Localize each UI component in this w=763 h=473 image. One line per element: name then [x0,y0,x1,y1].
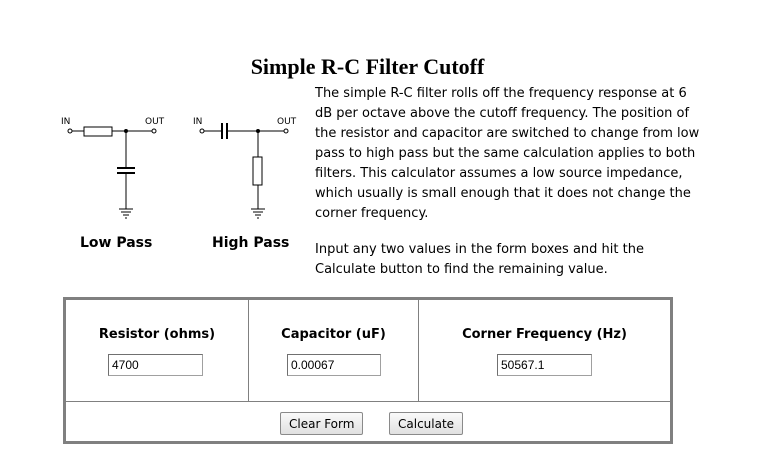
high-pass-out-label: OUT [277,117,297,127]
high-pass-resistor [252,156,263,186]
frequency-label: Corner Frequency (Hz) [462,327,627,342]
resistor-label: Resistor (ohms) [98,327,216,342]
resistor-cell: Resistor (ohms) [66,300,249,401]
low-pass-out-label: OUT [145,117,165,127]
calculator-form: Resistor (ohms) Capacitor (uF) Corner Fr… [63,297,673,444]
clear-form-button[interactable]: Clear Form [280,412,364,435]
high-pass-schematic: IN OUT [193,117,297,219]
high-pass-label: High Pass [212,235,290,251]
low-pass-diagram: IN OUT [58,108,168,228]
resistor-input[interactable] [108,354,203,376]
low-pass-in-label: IN [61,117,70,127]
capacitor-cell: Capacitor (uF) [249,300,419,401]
form-buttons-row: Clear Form Calculate [66,401,670,445]
page-title: Simple R-C Filter Cutoff [250,54,485,79]
description-paragraph-1: The simple R-C filter rolls off the freq… [315,86,700,221]
high-pass-diagram: IN OUT [190,108,300,228]
high-pass-in-label: IN [193,117,202,127]
description-paragraph-2: Input any two values in the form boxes a… [315,242,644,277]
description: The simple R-C filter rolls off the freq… [315,84,705,280]
capacitor-input[interactable] [287,354,381,376]
low-pass-schematic: IN OUT [61,117,165,219]
frequency-input[interactable] [497,354,592,376]
low-pass-resistor [83,126,113,137]
calculate-button[interactable]: Calculate [389,412,464,435]
low-pass-label: Low Pass [80,235,153,251]
capacitor-label: Capacitor (uF) [281,327,386,342]
frequency-cell: Corner Frequency (Hz) [419,300,670,401]
